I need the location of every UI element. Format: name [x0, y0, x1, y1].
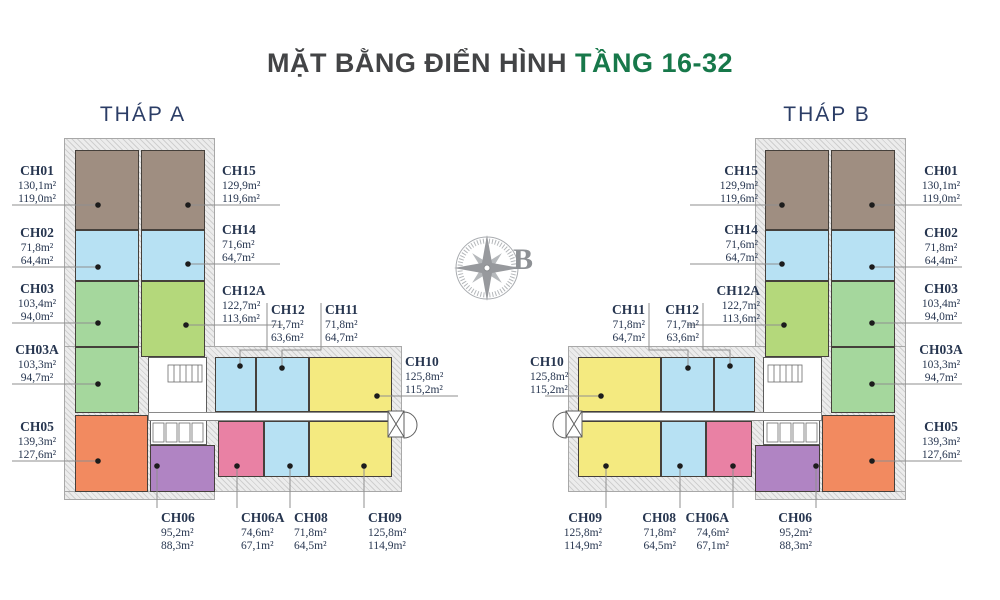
tower-a-title: THÁP A [99, 103, 187, 126]
plan-b-unit-ch10 [578, 357, 661, 412]
plan-b-unit-ch11 [661, 357, 714, 412]
plan-a-unit-ch06 [150, 445, 215, 492]
page-title: MẶT BẰNG ĐIỂN HÌNH TẦNG 16-32 [0, 48, 1000, 79]
plan-a-unit-ch11 [256, 357, 309, 412]
plan-a-unit-ch03 [75, 281, 139, 347]
plan-b-unit-ch05 [822, 415, 895, 492]
plan-b-unit-ch14 [765, 230, 829, 281]
plan-b-unit-ch12a [765, 281, 829, 357]
plan-a-elevator-bank [150, 420, 207, 445]
plan-a-unit-ch01 [75, 150, 139, 230]
plan-a-unit-ch15 [141, 150, 205, 230]
plan-a-corridor [148, 412, 397, 421]
plan-b-core [763, 357, 822, 413]
page-title-main: MẶT BẰNG ĐIỂN HÌNH [266, 48, 567, 78]
plan-b-unit-ch03 [831, 281, 895, 347]
plan-a-unit-ch12 [215, 357, 256, 412]
plan-a-unit-ch09 [309, 421, 392, 477]
plan-a-unit-ch02 [75, 230, 139, 281]
plan-a-unit-ch14 [141, 230, 205, 281]
plan-b-unit-ch06 [755, 445, 820, 492]
plan-a-unit-ch06a [218, 421, 264, 477]
plan-a-core [148, 357, 207, 413]
plan-b-unit-ch06a [706, 421, 752, 477]
plan-b-unit-ch09 [578, 421, 661, 477]
plan-b-corridor [573, 412, 822, 421]
plan-b-unit-ch01 [831, 150, 895, 230]
plan-b-unit-ch03a [831, 347, 895, 413]
plan-a-unit-ch10 [309, 357, 392, 412]
plan-b-elevator-bank [763, 420, 820, 445]
plan-b-unit-ch02 [831, 230, 895, 281]
page-title-floors: TẦNG 16-32 [574, 48, 734, 78]
plan-b-unit-ch08 [661, 421, 706, 477]
plan-a-unit-ch03a [75, 347, 139, 413]
compass-north-label: B [513, 243, 534, 276]
plan-a-unit-ch08 [264, 421, 309, 477]
plan-b-unit-ch12 [714, 357, 755, 412]
tower-b-title: THÁP B [783, 103, 871, 126]
plan-a-unit-ch12a [141, 281, 205, 357]
plan-b-unit-ch15 [765, 150, 829, 230]
plan-a-unit-ch05 [75, 415, 148, 492]
